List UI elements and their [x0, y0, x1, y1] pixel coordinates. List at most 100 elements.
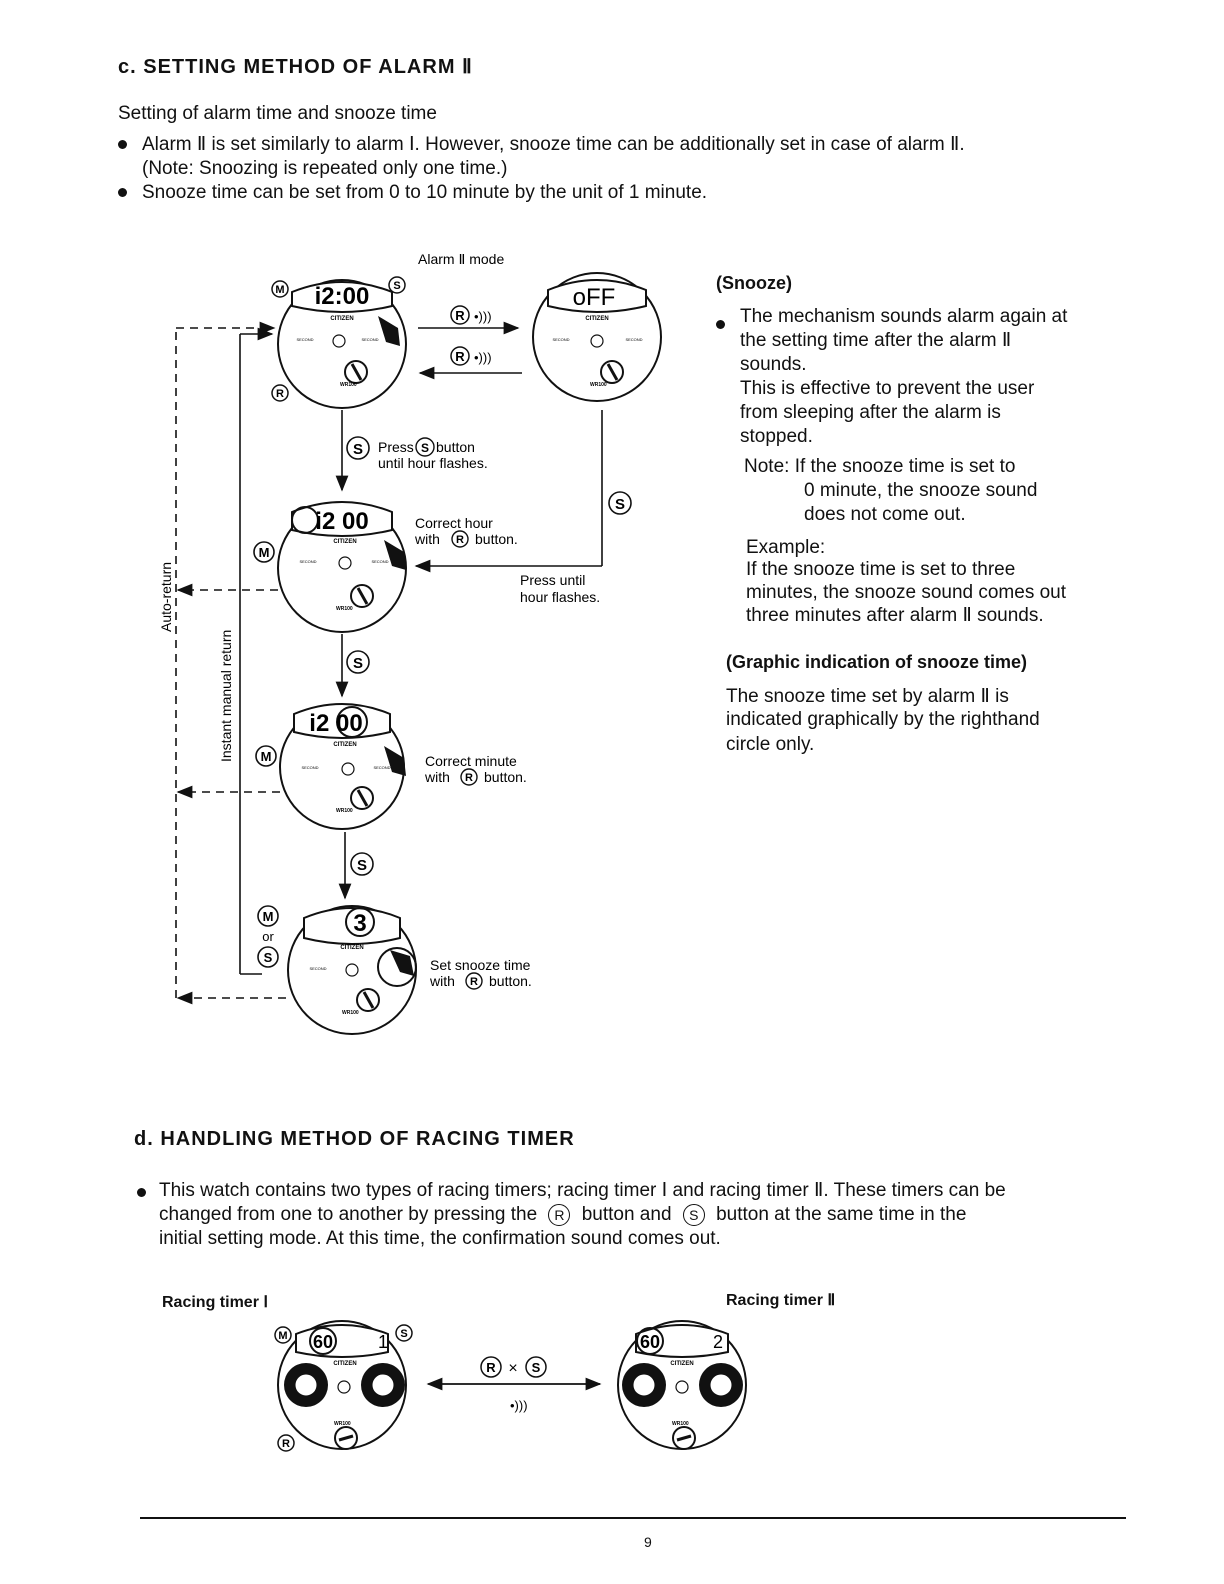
svg-text:R: R: [276, 388, 284, 400]
snooze-example: Example:: [746, 537, 826, 558]
snooze-text: from sleeping after the alarm is: [740, 402, 1001, 423]
section-d-text: changed from one to another by pressing …: [159, 1203, 966, 1227]
correct-hour-label: button.: [475, 531, 518, 547]
s-button-icon: S: [415, 437, 435, 457]
svg-text:M: M: [275, 284, 284, 296]
snooze-label: with: [429, 973, 455, 989]
racing-timer-1-watch: 60 1 CITIZEN WR100: [277, 1320, 407, 1450]
snooze-note: Note: If the snooze time is set to: [744, 456, 1016, 477]
watch-snooze-setting: 3 CITIZEN SECOND WR100: [287, 905, 417, 1035]
wr-label: WR100: [336, 606, 353, 612]
svg-text:R: R: [465, 772, 473, 784]
graphic-indication-text: The snooze time set by alarm Ⅱ is: [726, 686, 1009, 707]
instant-return-label: Instant manual return: [218, 630, 234, 762]
sound-icon: •))): [474, 309, 492, 324]
snooze-text: The mechanism sounds alarm again at: [740, 306, 1068, 327]
m-button-icon: M: [274, 1326, 292, 1344]
section-d-heading: d. HANDLING METHOD OF RACING TIMER: [134, 1128, 575, 1150]
svg-text:M: M: [261, 749, 272, 764]
svg-text:M: M: [259, 545, 270, 560]
watch-off-display: oFF CITIZEN SECOND SECOND WR100: [532, 272, 662, 402]
m-button-icon: M: [253, 541, 275, 563]
or-label: or: [262, 929, 274, 944]
second-label: SECOND: [296, 337, 313, 342]
svg-text:R: R: [456, 534, 464, 546]
section-c-heading: c. SETTING METHOD OF ALARM Ⅱ: [118, 56, 473, 78]
s-button-icon[interactable]: S: [388, 276, 406, 294]
snooze-heading: (Snooze): [716, 273, 792, 293]
snooze-example: three minutes after alarm Ⅱ sounds.: [746, 605, 1044, 626]
correct-hour-label: Correct hour: [415, 515, 493, 531]
auto-return-flow: [175, 321, 286, 1005]
timer-display-text: 60: [640, 1332, 660, 1352]
brand-label: CITIZEN: [670, 1361, 693, 1367]
m-button-icon[interactable]: M: [271, 280, 289, 298]
auto-return-label: Auto-return: [158, 562, 174, 632]
second-label: SECOND: [373, 765, 390, 770]
s-button-icon: S: [395, 1324, 413, 1342]
press-until-label: Press until: [520, 572, 585, 588]
s-button-icon: S: [608, 491, 632, 515]
press-s-label: until hour flashes.: [378, 455, 488, 471]
correct-hour-label: with: [414, 531, 440, 547]
snooze-example: If the snooze time is set to three: [746, 559, 1016, 580]
brand-label: CITIZEN: [585, 316, 608, 322]
wr-label: WR100: [672, 1421, 689, 1427]
s-button-icon: S: [350, 852, 374, 876]
correct-minute-label: Correct minute: [425, 753, 517, 769]
brand-label: CITIZEN: [330, 316, 353, 322]
section-d-text-part: button and: [581, 1204, 672, 1225]
svg-text:R: R: [282, 1438, 290, 1450]
svg-text:R: R: [486, 1360, 496, 1375]
instant-return-flow: [239, 327, 274, 975]
timer-display-text: 2: [713, 1332, 723, 1352]
watch-display-text: i2:00: [315, 283, 370, 310]
wr-label: WR100: [336, 808, 353, 814]
second-label: SECOND: [361, 337, 378, 342]
r-button-icon: R: [460, 768, 478, 786]
s-button-icon: S: [257, 946, 279, 968]
svg-text:S: S: [532, 1360, 541, 1375]
brand-label: CITIZEN: [340, 945, 363, 951]
watch-display-text: 3: [353, 910, 366, 937]
section-c-note: (Note: Snoozing is repeated only one tim…: [142, 158, 508, 179]
snooze-note: 0 minute, the snooze sound: [804, 480, 1038, 501]
r-button-icon: R: [548, 1204, 571, 1226]
snooze-text: the setting time after the alarm Ⅱ: [740, 330, 1012, 351]
bullet-icon: [118, 140, 127, 149]
svg-text:S: S: [421, 441, 429, 455]
svg-text:S: S: [353, 441, 363, 458]
snooze-text: stopped.: [740, 426, 813, 447]
watch-display-text: i2 00: [315, 508, 368, 535]
snooze-text: This is effective to prevent the user: [740, 378, 1035, 399]
snooze-label: Set snooze time: [430, 957, 531, 973]
press-s-label: Press: [378, 439, 414, 455]
page-number: 9: [644, 1534, 652, 1550]
bullet-icon: [137, 1188, 146, 1197]
section-d-text: initial setting mode. At this time, the …: [159, 1228, 721, 1249]
sound-icon: •))): [510, 1398, 528, 1413]
svg-text:M: M: [263, 909, 274, 924]
r-button-icon: R: [277, 1434, 295, 1452]
graphic-indication-heading: (Graphic indication of snooze time): [726, 652, 1028, 672]
wr-label: WR100: [340, 382, 357, 388]
svg-text:S: S: [264, 950, 273, 965]
s-button-icon: S: [682, 1204, 705, 1226]
s-button-icon: S: [346, 436, 370, 460]
snooze-label: button.: [489, 973, 532, 989]
racing-timer-2-watch: 60 2 CITIZEN WR100: [617, 1320, 747, 1450]
section-d-text: This watch contains two types of racing …: [159, 1180, 1006, 1201]
section-c-intro: Setting of alarm time and snooze time: [118, 103, 437, 124]
svg-text:S: S: [615, 496, 625, 513]
timer-display-text: 60: [313, 1332, 333, 1352]
sound-icon: •))): [474, 350, 492, 365]
section-d-text-part: button at the same time in the: [716, 1204, 967, 1225]
second-label: SECOND: [625, 337, 642, 342]
svg-text:M: M: [278, 1330, 287, 1342]
alarm-mode-label: Alarm Ⅱ mode: [418, 251, 504, 267]
press-s-label: button: [436, 439, 475, 455]
section-c-bullet1: Alarm Ⅱ is set similarly to alarm Ⅰ. How…: [142, 134, 965, 155]
r-button-icon[interactable]: R: [271, 384, 289, 402]
brand-label: CITIZEN: [333, 742, 356, 748]
